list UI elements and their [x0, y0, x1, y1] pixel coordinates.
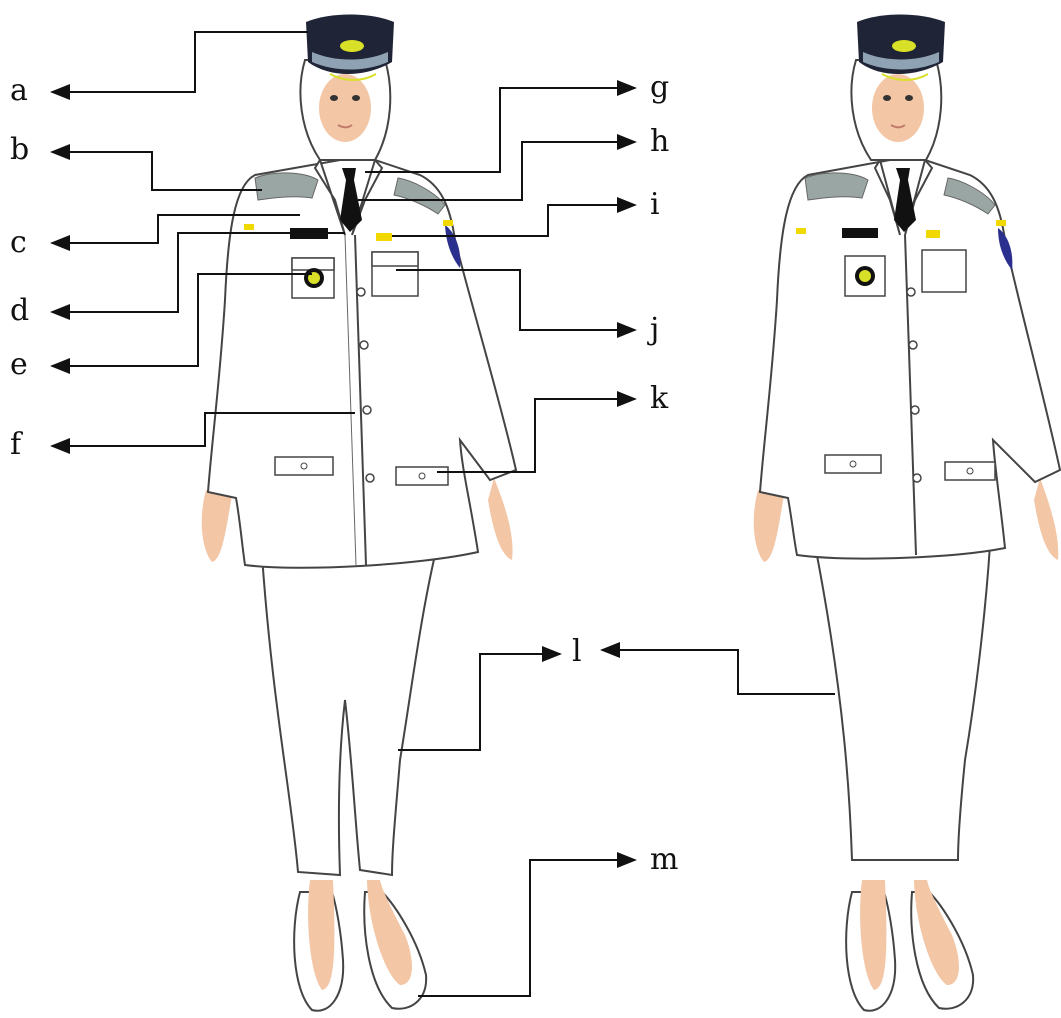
- figure-side: [753, 14, 1061, 1012]
- leader-d: [50, 232, 345, 320]
- label-a: a: [10, 73, 28, 108]
- hand-right: [488, 478, 513, 560]
- leader-f: [50, 412, 355, 454]
- jacket-button: [359, 340, 369, 350]
- label-h: h: [650, 124, 670, 159]
- epaulette-left: [254, 172, 319, 201]
- jacket: [206, 159, 518, 569]
- hand-left: [201, 490, 232, 562]
- label-d: d: [10, 293, 30, 328]
- label-l: l: [572, 634, 582, 669]
- label-k: k: [650, 381, 669, 416]
- face: [319, 74, 371, 142]
- lower-pocket-right: [395, 466, 449, 486]
- leader-m: [418, 852, 637, 997]
- leader-lines: [50, 31, 835, 997]
- label-b: b: [10, 132, 30, 167]
- epaulette-right: [393, 177, 446, 215]
- skirt: [813, 544, 992, 861]
- leader-k: [437, 391, 637, 473]
- leader-i: [392, 197, 637, 237]
- necktie: [340, 168, 362, 232]
- leader-g: [365, 80, 637, 173]
- label-e: e: [10, 347, 28, 382]
- label-g: g: [650, 70, 670, 105]
- label-j: j: [650, 312, 660, 347]
- trousers: [260, 554, 437, 877]
- lower-pocket-left: [274, 456, 334, 476]
- leader-h: [358, 134, 637, 201]
- leader-l-right: [600, 642, 835, 695]
- label-f: f: [10, 427, 22, 462]
- label-m: m: [650, 842, 679, 877]
- jacket-button: [365, 473, 375, 483]
- leader-j: [396, 269, 637, 338]
- jacket-button: [356, 287, 366, 297]
- leader-a: [50, 31, 308, 100]
- label-c: c: [10, 225, 27, 260]
- label-i: i: [650, 187, 660, 222]
- leader-c: [50, 214, 300, 251]
- leader-e: [50, 273, 312, 374]
- hat-emblem: [340, 40, 364, 52]
- leader-l-left: [398, 646, 562, 751]
- jacket-button: [362, 405, 372, 415]
- figure-front: [201, 14, 518, 1012]
- leader-b: [50, 144, 262, 191]
